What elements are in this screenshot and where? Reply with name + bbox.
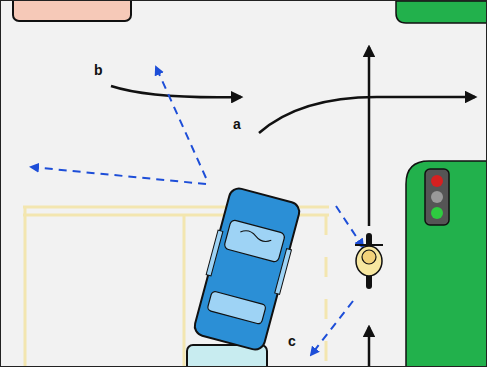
maneuver-letter: a: [233, 117, 241, 131]
verge: [396, 1, 487, 23]
maneuver-letter: b: [94, 63, 103, 77]
sight-lines: [31, 67, 363, 355]
traffic-light: [425, 169, 449, 225]
car: [13, 1, 131, 21]
movement-arrows: [111, 47, 475, 367]
cyclist: [355, 233, 383, 289]
verge: [406, 161, 487, 367]
turning-car: [191, 186, 304, 352]
maneuver-letter: c: [288, 334, 296, 348]
